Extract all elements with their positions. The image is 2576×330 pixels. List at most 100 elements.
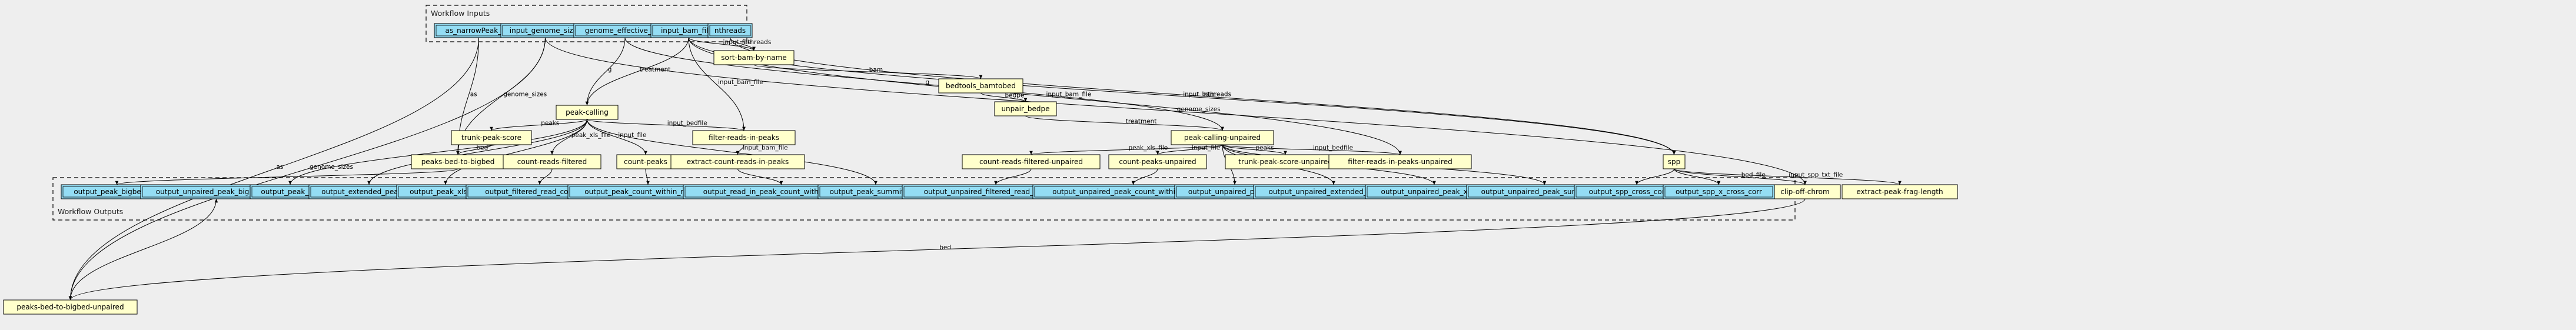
node-label: output_spp_x_cross_corr [1676,188,1762,196]
node-box [707,23,753,38]
node-box [994,101,1057,116]
edge-peak_calling_unpaired-to-trunk_peak_score_unpaired [1222,144,1287,155]
edge-count_peaks_unpaired-to-output_unpaired_peak_count_within_replicate [1131,168,1158,185]
node-label: peak-calling-unpaired [1184,134,1261,142]
node-extract-count-reads-in-peaks[interactable]: extract-count-reads-in-peaks [670,154,805,169]
edge-label: as [277,164,284,171]
node-inner-border [1664,186,1773,198]
node-clip-off-chrom[interactable]: clip-off-chrom [1769,184,1841,199]
node-label: output_unpaired_peak_bigbed_file [156,188,277,196]
node-label: output_peak_xls_file [410,188,481,196]
node-label: output_spp_cross_corr_plot [1589,188,1685,196]
node-box [1225,154,1346,169]
node-box [616,154,675,169]
edge-as_narrowPeak_file-to-peaks_bed_to_bigbed_unpaired [68,37,479,301]
workflow-outputs-cluster-label: Workflow Outputs [58,207,123,216]
edge-label: g [608,66,612,74]
node-label: extract-count-reads-in-peaks [687,158,789,166]
node-label: unpair_bedpe [1001,105,1049,113]
node-count-reads-filtered[interactable]: count-reads-filtered [503,154,601,169]
node-box [1171,130,1274,145]
edge-label: input_bam_file [1046,91,1092,98]
edge-label: input_file [618,132,646,139]
node-count-peaks-unpaired[interactable]: count-peaks-unpaired [1108,154,1207,169]
node-output-spp-x-cross-corr[interactable]: output_spp_x_cross_corr [1663,184,1775,199]
node-box [411,154,505,169]
node-unpair-bedpe[interactable]: unpair_bedpe [994,101,1057,116]
node-label: output_unpaired_filtered_read_count_file [924,188,1068,196]
edge-input_bam_files-to-filter_reads_in_peaks [688,37,746,131]
node-label: spp [1668,158,1681,166]
edge-peak_calling-to-output_peak_file [288,119,587,185]
node-label: sort-bam-by-name [721,54,786,62]
node-peak-calling-unpaired[interactable]: peak-calling-unpaired [1171,130,1274,145]
edge-label: bam [869,66,883,74]
node-count-reads-filtered-unpaired[interactable]: count-reads-filtered-unpaired [962,154,1101,169]
node-sort-bam-by-name[interactable]: sort-bam-by-name [713,50,795,65]
edge-peak_calling_unpaired-to-count_peaks_unpaired [1156,144,1223,155]
node-peaks-bed-to-bigbed-unpaired[interactable]: peaks-bed-to-bigbed-unpaired [3,299,138,315]
node-count-peaks[interactable]: count-peaks [616,154,675,169]
node-label: input_bam_files [661,26,716,35]
node-box [938,78,1023,94]
node-box [1108,154,1207,169]
edge-peak_calling-to-output_peak_summits_file [587,119,877,185]
edge-clip_off_chrom-to-peaks_bed_to_bigbed_unpaired [68,198,1806,301]
edge-label: genome_sizes [503,91,547,98]
edge-input_genome_sizes-to-clip_off_chrom [545,37,1807,185]
node-trunk-peak-score-unpaired[interactable]: trunk-peak-score-unpaired [1225,154,1346,169]
edge-label: peak_xls_file [571,132,611,139]
node-box [713,50,795,65]
node-box [962,154,1101,169]
edge-peak_calling_unpaired-to-filter_reads_in_peaks_unpaired [1222,144,1402,155]
edge-filter_reads_in_peaks-to-extract_count_reads_in_peaks [736,144,744,155]
node-peaks-bed-to-bigbed[interactable]: peaks-bed-to-bigbed [411,154,505,169]
node-label: output_peak_file [261,188,319,196]
node-label: peaks-bed-to-bigbed-unpaired [16,303,124,311]
edge-label: input_bedfile [667,120,707,127]
node-label: peak-calling [566,108,609,116]
edge-trunk_peak_score-to-peaks_bed_to_bigbed [456,144,492,155]
edge-spp-to-output_spp_cross_corr_plot [1635,168,1674,185]
edge-peaks_bed_to_bigbed_unpaired-to-output_unpaired_peak_bigbed_file [70,198,218,301]
node-filter-reads-in-peaks[interactable]: filter-reads-in-peaks [692,130,796,145]
edge-label: input_spp_txt_file [1789,172,1843,179]
node-box [556,105,619,120]
edge-label: as [470,91,477,98]
edge-genome_effective_size-to-peak_calling [585,37,626,106]
edge-label: input_bedfile [1313,145,1353,152]
edge-sort_bam_by_name-to-bedtools_bamtobed [753,64,983,79]
node-box [451,130,532,145]
node-label: as_narrowPeak_file [446,26,513,35]
edge-spp-to-clip_off_chrom [1674,168,1807,185]
workflow-outputs-cluster [52,177,1796,221]
edge-peak_calling_unpaired-to-count_reads_filtered_unpaired [1029,144,1223,155]
node-label: output_unpaired_peak_count_within_replic… [1052,188,1214,196]
node-label: output_peak_bigbed_file [74,188,159,196]
edge-label: input_bam_file [718,79,763,86]
edge-nthreads-to-sort_bam_by_name [730,37,756,51]
node-label: output_unpaired_peak_xls_file [1381,188,1487,196]
edge-extract_count_reads_in_peaks-to-output_read_in_peak_count_within_replicate [737,168,783,185]
edge-peak_calling-to-trunk_peak_score [490,119,587,131]
node-box [3,299,138,315]
node-peak-calling[interactable]: peak-calling [556,105,619,120]
node-trunk-peak-score[interactable]: trunk-peak-score [451,130,532,145]
node-bedtools-bamtobed[interactable]: bedtools_bamtobed [938,78,1023,94]
node-box [1769,184,1841,199]
node-extract-peak-frag-length[interactable]: extract-peak-frag-length [1842,184,1958,199]
node-nthreads[interactable]: nthreads [707,23,753,38]
node-filter-reads-in-peaks-unpaired[interactable]: filter-reads-in-peaks-unpaired [1328,154,1472,169]
edge-label: treatment [640,66,671,74]
node-label: count-peaks [624,158,667,166]
node-label: extract-peak-frag-length [1856,188,1943,196]
node-inner-border [709,25,751,36]
node-label: trunk-peak-score-unpaired [1238,158,1332,166]
node-spp[interactable]: spp [1663,154,1686,169]
edge-input_bam_files-to-sort_bam_by_name [688,37,756,51]
node-label: input_genome_sizes [510,26,581,35]
edge-count_reads_filtered-to-output_filtered_read_count_file [538,168,553,185]
edge-label: nthreads [1204,91,1232,98]
node-label: output_extended_peak_file [321,188,417,196]
